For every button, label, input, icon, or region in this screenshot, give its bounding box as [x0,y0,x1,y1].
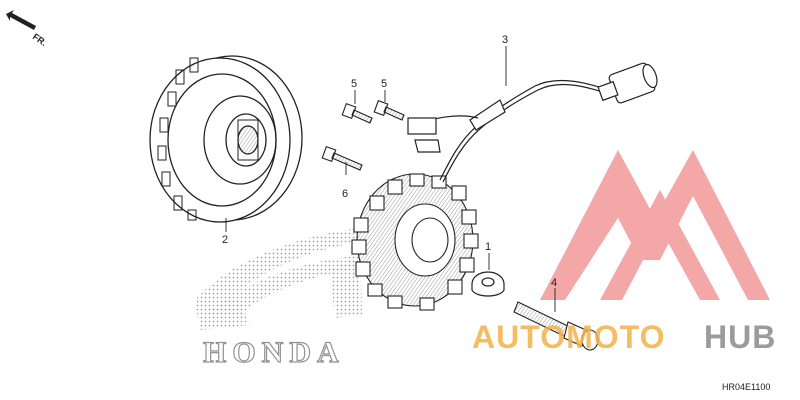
callout-5-b: 5 [381,78,387,90]
bolt-part-5-a [341,102,373,124]
callout-6: 6 [342,188,348,200]
watermark-text-part1: AUTOMOTO [472,319,665,355]
leader-lines [225,46,556,312]
bolt-part-6 [321,145,363,171]
honda-wordmark: HONDA [203,336,345,369]
honda-wing-logo: HONDA [195,228,362,370]
callout-3: 3 [502,34,508,46]
watermark-text: AUTOMOTO HUB [472,319,776,355]
connector-plug [597,62,658,104]
watermark-logo [540,150,770,300]
callout-4: 4 [551,277,557,289]
flywheel-bolt [513,301,599,351]
drawing-code: HR04E1100 [722,382,770,392]
callout-5-a: 5 [351,78,357,90]
bolt-part-5-b [373,99,405,121]
direction-label: FR. [31,31,49,48]
front-direction-arrow: FR. [6,10,48,48]
callout-1: 1 [485,241,491,253]
flange-nut [471,271,505,297]
flywheel-rotor [149,55,303,223]
watermark-text-part2: HUB [704,319,776,355]
stator-coil [351,173,479,311]
wire-harness [407,79,616,183]
callout-2: 2 [222,234,228,246]
